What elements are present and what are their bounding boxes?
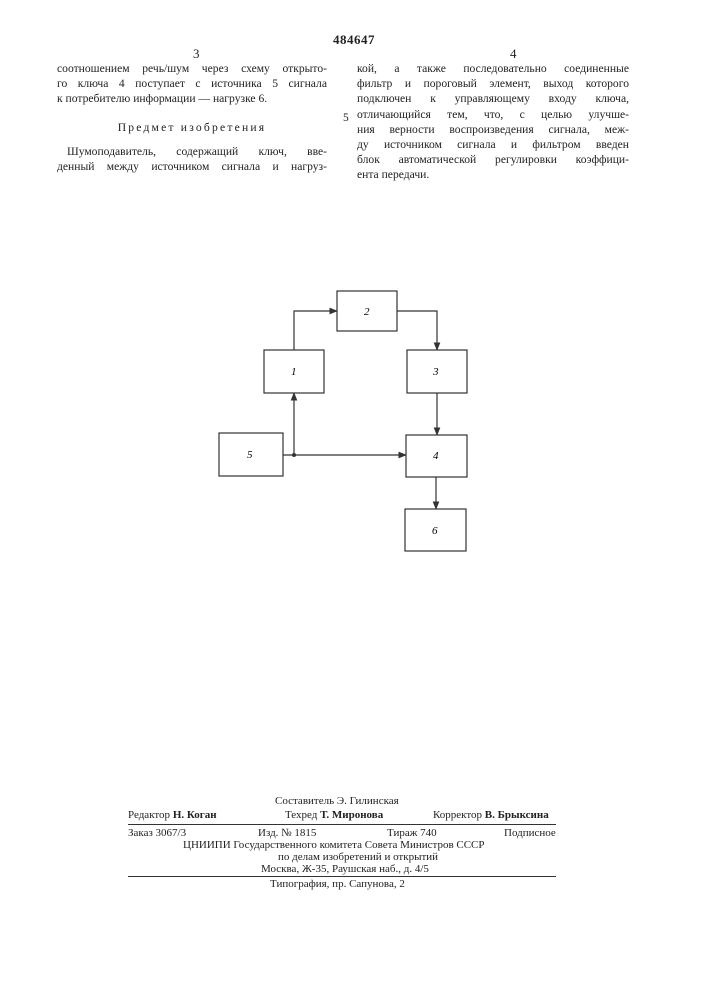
techred-name: Т. Миронова bbox=[320, 809, 383, 821]
compiler-line: Составитель Э. Гилинская bbox=[275, 795, 399, 809]
connector-1-to-2 bbox=[294, 311, 337, 350]
editor-line: Редактор Н. Коган bbox=[128, 809, 217, 823]
block-2-label: 2 bbox=[364, 306, 370, 318]
corrector-label: Корректор bbox=[433, 809, 482, 821]
block-1-label: 1 bbox=[291, 366, 297, 378]
connector-2-to-3 bbox=[397, 311, 437, 350]
block-6-label: 6 bbox=[432, 525, 438, 537]
corrector-line: Корректор В. Брыксина bbox=[433, 809, 549, 823]
techred-label: Техред bbox=[285, 809, 317, 821]
footer-divider-bottom bbox=[128, 876, 556, 877]
techred-line: Техред Т. Миронова bbox=[285, 809, 383, 823]
editor-name: Н. Коган bbox=[173, 809, 217, 821]
order-number: Заказ 3067/3 bbox=[128, 827, 186, 841]
subscription-note: Подписное bbox=[504, 827, 556, 841]
block-4-label: 4 bbox=[433, 450, 439, 462]
junction-dot bbox=[292, 453, 296, 457]
editor-label: Редактор bbox=[128, 809, 170, 821]
corrector-name: В. Брыксина bbox=[485, 809, 549, 821]
organization-address: Москва, Ж-35, Раушская наб., д. 4/5 bbox=[261, 863, 429, 877]
block-5-label: 5 bbox=[247, 449, 253, 461]
footer-divider-top bbox=[128, 824, 556, 825]
block-3-label: 3 bbox=[432, 366, 439, 378]
printer-line: Типография, пр. Сапунова, 2 bbox=[270, 878, 405, 892]
